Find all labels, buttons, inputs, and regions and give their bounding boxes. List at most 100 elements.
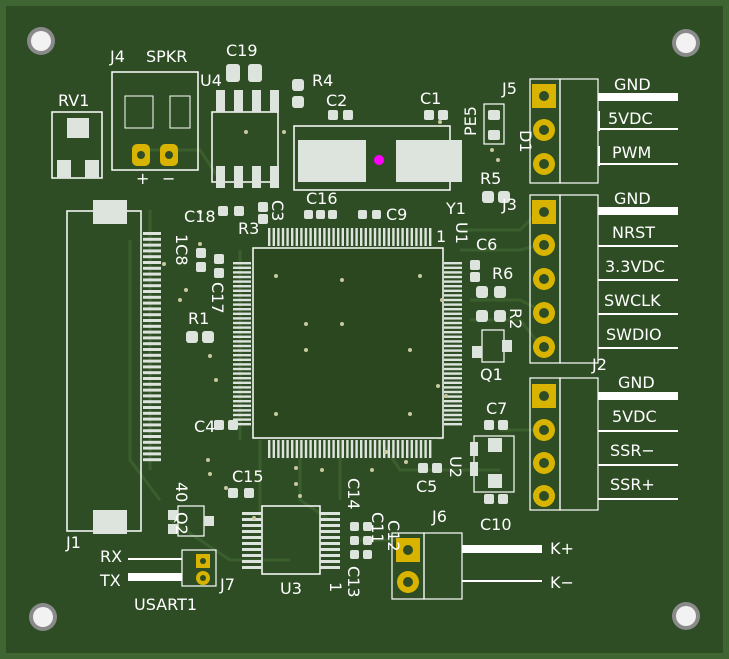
u1-pin [419, 440, 423, 458]
u1-pin [444, 321, 462, 325]
j4-pin-minus-hole [165, 151, 173, 159]
j2-connector [529, 377, 678, 511]
u1-pin [304, 228, 308, 246]
u1-pin [286, 440, 289, 458]
label-r1: R1 [188, 309, 209, 328]
u1-pin [444, 312, 462, 315]
label-r3: R3 [238, 219, 259, 238]
label-q2: Q2 [172, 512, 191, 535]
u1-pin [233, 285, 251, 288]
j1-pin [143, 440, 161, 444]
j1-pin [143, 458, 161, 462]
u1-pin [281, 228, 285, 246]
origin-marker [374, 155, 384, 165]
label-c13: C13 [344, 566, 363, 598]
label-c17: C17 [208, 282, 227, 314]
rv1-pad [67, 118, 89, 138]
u1-pin [233, 275, 251, 279]
u1-pin [415, 440, 418, 458]
u1-pin [350, 228, 354, 246]
u1-pin [233, 367, 251, 371]
u3-pin [242, 542, 262, 545]
d1-pad [488, 130, 500, 140]
u1-pin [415, 228, 418, 246]
label-c16: C16 [306, 189, 338, 208]
u1-pin [444, 317, 462, 320]
u1-pin [444, 377, 462, 380]
u1-pin [233, 377, 251, 380]
u1-pin [233, 308, 251, 311]
q1-pad [502, 340, 512, 352]
u1-pin [233, 271, 251, 274]
j1-pin [143, 278, 161, 282]
u1-pin [341, 228, 344, 246]
via [214, 378, 218, 382]
u1-pin [444, 367, 462, 371]
u1-pin [341, 440, 344, 458]
j1-pin [143, 237, 161, 241]
j1-pin [143, 284, 161, 288]
u3-pin [320, 542, 340, 545]
u1-pin [444, 326, 462, 329]
u3-pin [242, 524, 262, 527]
label-j4: J4 [109, 47, 125, 66]
u1-pin [233, 262, 251, 265]
j4-pin-plus-hole [137, 151, 145, 159]
u1-pin [291, 228, 294, 246]
label-40: 40 [172, 482, 191, 502]
via [304, 348, 308, 352]
u4-pads [216, 90, 279, 188]
rv1-pad [57, 160, 71, 178]
u1-pin [233, 344, 251, 348]
u1-pin [233, 326, 251, 329]
u3-pin [242, 560, 262, 563]
u1-pin [327, 440, 331, 458]
u1-pin [233, 390, 251, 394]
small-passives-top [218, 202, 381, 224]
label-c4: C4 [194, 417, 215, 436]
u1-body [252, 247, 444, 439]
c2-pad [328, 110, 338, 120]
j5-connector [529, 78, 678, 184]
u1-pin [364, 228, 367, 246]
r4-pad [292, 96, 304, 108]
u3-pin [242, 512, 262, 515]
c7-pad [484, 420, 494, 430]
u1-pin [401, 440, 404, 458]
label-pe5: PE5 [461, 106, 480, 136]
r5-pad [482, 191, 494, 203]
u3-pin [242, 548, 262, 551]
u1-pin [233, 404, 251, 407]
u1-pin [396, 228, 400, 246]
u1-pin [318, 440, 321, 458]
u1-pin [401, 228, 404, 246]
u1-pin [444, 266, 462, 269]
label-j2-gnd: GND [618, 373, 655, 392]
label-u3-pin1: 1 [326, 582, 345, 592]
u1-pin [300, 440, 303, 458]
j1-pin [143, 429, 161, 433]
u1-pin [233, 349, 251, 352]
u1-pin [373, 440, 377, 458]
u1-pin [233, 413, 251, 417]
u1-pin [444, 404, 462, 407]
via [304, 322, 308, 326]
c15-pad [244, 488, 254, 498]
u1-pin [383, 440, 386, 458]
u3-pin [242, 566, 262, 569]
c4-pad [214, 420, 224, 430]
c5-pad [418, 463, 428, 473]
label-tx: TX [99, 571, 121, 590]
j1-mount-pad [93, 510, 127, 534]
q2-pad [168, 510, 178, 520]
u1-pin [323, 228, 326, 246]
u1-pin [233, 381, 251, 384]
u3-pin [320, 512, 340, 515]
mount-hole-tl [27, 27, 55, 55]
j1-pin [143, 307, 161, 311]
label-r5: R5 [480, 169, 501, 188]
j1-pin [143, 295, 161, 299]
u1-pin [424, 228, 427, 246]
u1-pin [233, 423, 251, 426]
